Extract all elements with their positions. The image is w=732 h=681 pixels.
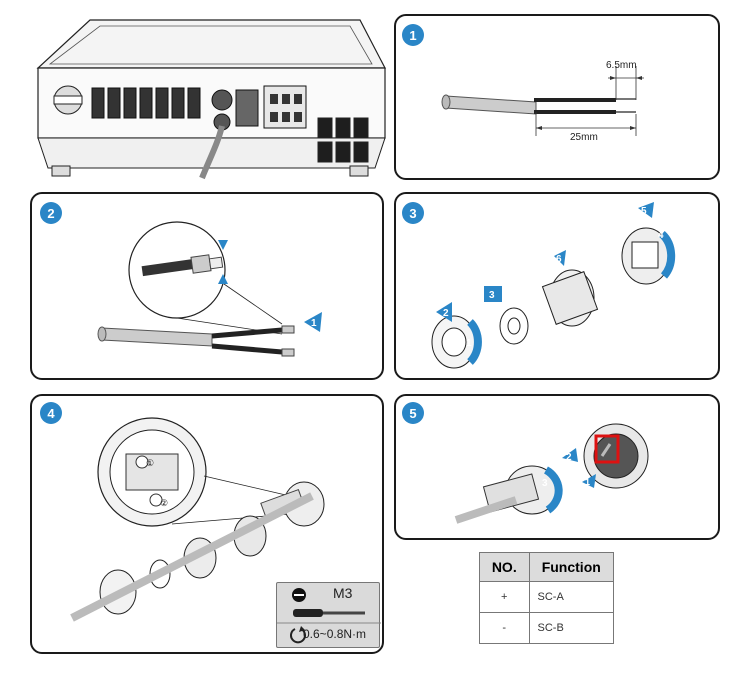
table-row: + SC-A bbox=[479, 581, 615, 613]
plug-rotate-callout: 3 bbox=[542, 478, 548, 489]
cable-strip-diagram: 6.5mm 25mm bbox=[441, 60, 644, 143]
step-5-badge: 5 bbox=[402, 402, 424, 424]
step-3-panel: 3 1 2 3 6 4 5 bbox=[394, 192, 720, 380]
seal-callout: 3 bbox=[489, 290, 495, 301]
function-table: NO. Function + SC-A - SC-B bbox=[479, 552, 615, 644]
plug-callout-4: 4 bbox=[658, 230, 664, 241]
connector-assembly-diagram: ① ② bbox=[70, 417, 325, 622]
step-4-panel: 4 ① ② M3 0.6~0.8N·m bbox=[30, 394, 384, 654]
step-1-panel: 1 6.5mm 25mm bbox=[394, 14, 720, 180]
step-2-badge: 2 bbox=[40, 202, 62, 224]
table-cell-function: SC-A bbox=[528, 581, 615, 613]
inverter-illustration bbox=[36, 19, 386, 180]
table-cell-no: + bbox=[479, 581, 530, 613]
pin-label-1: ① bbox=[146, 458, 154, 468]
body-callout: 6 bbox=[556, 254, 562, 265]
insert-callout-2: 2 bbox=[566, 452, 572, 463]
step-2-panel: 2 2 2 1 bbox=[30, 192, 384, 380]
col-header-no: NO. bbox=[479, 552, 530, 582]
step-1-badge: 1 bbox=[402, 24, 424, 46]
pin-label-2: ② bbox=[160, 498, 168, 508]
step-3-badge: 3 bbox=[402, 202, 424, 224]
table-row: - SC-B bbox=[479, 612, 615, 644]
crimp-callout-top: 2 bbox=[229, 238, 234, 248]
connector-insert-diagram: 3 2 1 bbox=[454, 423, 649, 524]
sheath-length-label: 25mm bbox=[570, 132, 598, 143]
nut-callout-1: 1 bbox=[466, 338, 472, 349]
insert-callout: 1 bbox=[311, 318, 317, 329]
tool-bit-size: M3 bbox=[333, 585, 353, 601]
strip-length-label: 6.5mm bbox=[606, 60, 637, 71]
insert-callout-1: 1 bbox=[585, 477, 590, 487]
table-cell-function: SC-B bbox=[528, 612, 615, 644]
col-header-function: Function bbox=[528, 552, 615, 582]
plug-callout-5: 5 bbox=[641, 206, 647, 217]
step-4-badge: 4 bbox=[40, 402, 62, 424]
function-table-header: NO. Function bbox=[479, 552, 615, 582]
table-cell-no: - bbox=[479, 612, 530, 644]
screwdriver-icon bbox=[277, 588, 381, 644]
step-5-panel: 5 3 2 1 bbox=[394, 394, 720, 540]
crimp-callout-bottom: 2 bbox=[229, 274, 234, 284]
crimp-diagram: 2 2 1 bbox=[97, 221, 322, 357]
nut-callout-2: 2 bbox=[443, 308, 449, 319]
connector-disassembly-diagram: 1 2 3 6 4 5 bbox=[431, 202, 676, 369]
tool-spec-box: M3 0.6~0.8N·m bbox=[276, 582, 381, 648]
tool-torque: 0.6~0.8N·m bbox=[303, 627, 367, 641]
